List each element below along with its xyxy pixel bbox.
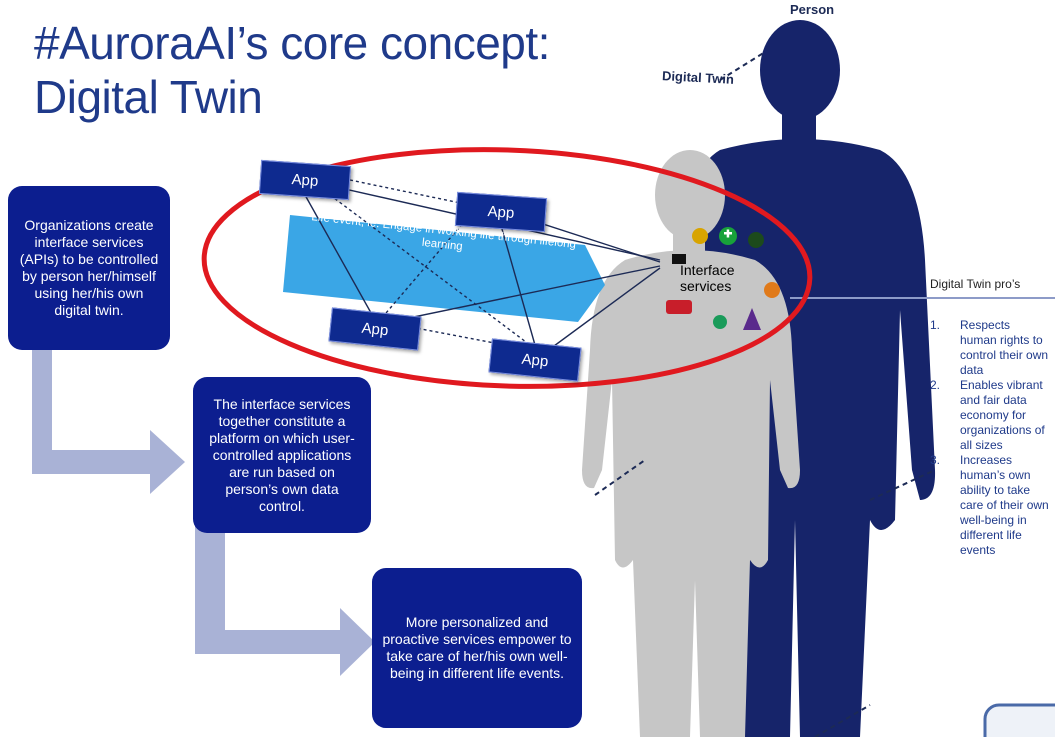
title-line-1: #AuroraAI’s core concept: bbox=[34, 17, 550, 69]
app-box-2: App bbox=[454, 191, 548, 233]
pros-item-number: 2. bbox=[930, 378, 941, 392]
tree-icon bbox=[743, 308, 761, 330]
dashed-lines bbox=[594, 51, 936, 737]
pros-item: 3. Increases human’s own ability to take… bbox=[930, 453, 1055, 558]
headphones-icon bbox=[692, 228, 708, 244]
page-title: #AuroraAI’s core concept: Digital Twin bbox=[34, 16, 674, 124]
pros-title: Digital Twin pro’s bbox=[930, 277, 1021, 291]
life-event-banner bbox=[283, 215, 605, 322]
app-connections bbox=[304, 179, 661, 361]
flow-arrows bbox=[32, 350, 375, 676]
interface-services-label: Interface services bbox=[680, 262, 734, 294]
interface-services-line-2: services bbox=[680, 278, 732, 294]
interface-services-line-1: Interface bbox=[680, 262, 735, 278]
pros-item-text: Increases human’s own ability to take ca… bbox=[960, 453, 1049, 557]
service-icons bbox=[666, 227, 780, 330]
family-icon bbox=[713, 315, 727, 329]
highlight-ellipse bbox=[201, 147, 813, 389]
title-line-2: Digital Twin bbox=[34, 71, 263, 123]
step-box-2: The interface services together constitu… bbox=[193, 377, 371, 533]
person-label: Person bbox=[790, 2, 835, 17]
globe-icon bbox=[748, 232, 764, 248]
corner-widget bbox=[983, 703, 1055, 737]
step-box-1: Organizations create interface services … bbox=[8, 186, 170, 350]
pros-item: 2. Enables vibrant and fair data economy… bbox=[930, 378, 1055, 453]
step-box-3: More personalized and proactive services… bbox=[372, 568, 582, 728]
pros-item-text: Enables vibrant and fair data economy fo… bbox=[960, 378, 1045, 452]
factory-icon bbox=[672, 254, 686, 264]
pros-item-number: 1. bbox=[930, 318, 941, 332]
speaking-person-icon bbox=[764, 282, 780, 298]
bus-icon bbox=[666, 300, 692, 314]
pros-list: 1. Respects human rights to control thei… bbox=[930, 318, 1055, 558]
pros-item-text: Respects human rights to control their o… bbox=[960, 318, 1049, 377]
pros-item: 1. Respects human rights to control thei… bbox=[930, 318, 1055, 378]
app-box-1: App bbox=[258, 159, 352, 201]
pros-item-number: 3. bbox=[930, 453, 941, 467]
